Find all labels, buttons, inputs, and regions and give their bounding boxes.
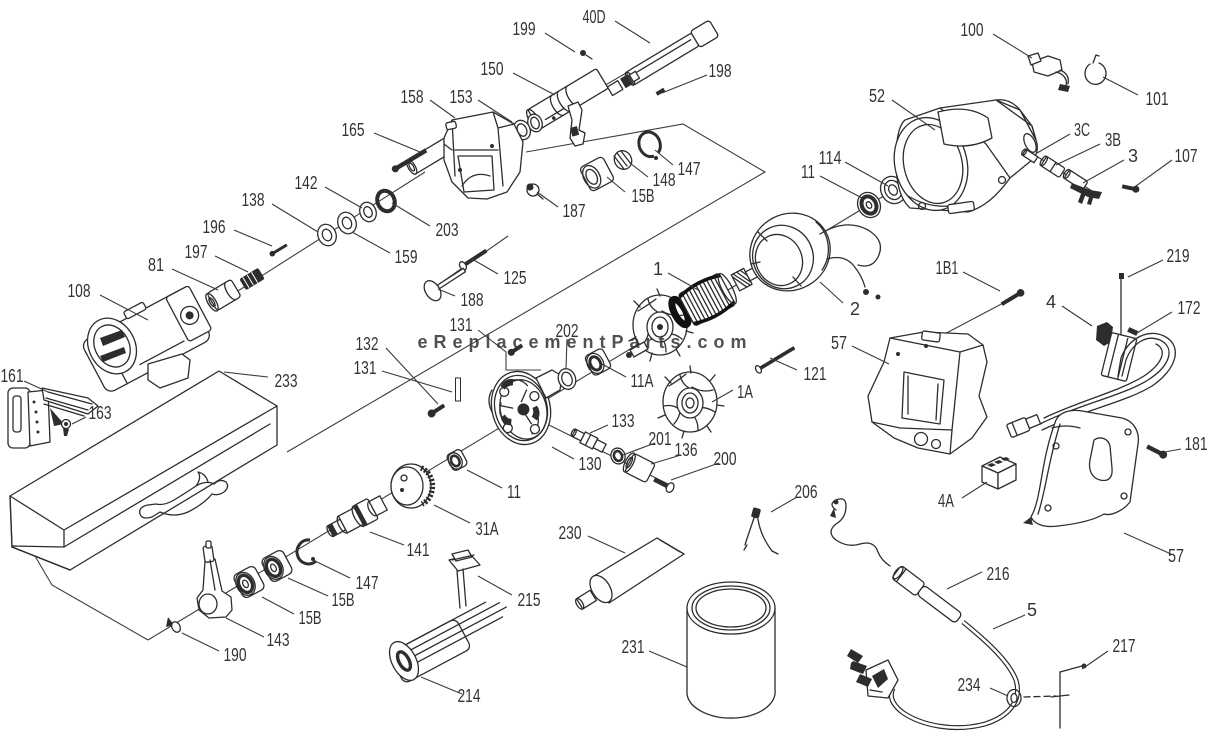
svg-text:153: 153 [450,87,473,107]
svg-text:1A: 1A [737,382,753,402]
svg-text:187: 187 [563,201,586,221]
svg-text:200: 200 [714,449,737,469]
svg-text:201: 201 [649,429,672,449]
svg-text:1B1: 1B1 [936,258,959,278]
svg-text:233: 233 [275,371,298,391]
svg-text:161: 161 [1,366,24,386]
svg-text:158: 158 [401,87,424,107]
svg-text:11: 11 [801,162,815,182]
svg-text:150: 150 [481,59,504,79]
svg-text:198: 198 [709,61,732,81]
svg-text:121: 121 [804,364,827,384]
svg-text:159: 159 [395,247,418,267]
svg-text:142: 142 [295,173,318,193]
svg-text:219: 219 [1167,246,1190,266]
svg-text:107: 107 [1175,146,1198,166]
svg-text:217: 217 [1113,636,1136,656]
svg-text:181: 181 [1185,434,1208,454]
svg-text:11: 11 [507,482,521,502]
svg-text:4A: 4A [938,491,954,511]
svg-text:2: 2 [850,299,860,319]
svg-text:125: 125 [504,268,527,288]
svg-text:100: 100 [961,20,984,40]
svg-text:3C: 3C [1074,120,1090,140]
svg-text:231: 231 [622,637,645,657]
svg-text:131: 131 [354,358,377,378]
svg-text:214: 214 [458,686,481,706]
svg-text:1: 1 [653,259,663,279]
svg-text:147: 147 [356,573,379,593]
svg-text:15B: 15B [299,608,322,628]
svg-text:130: 130 [579,454,602,474]
svg-text:3B: 3B [1105,130,1121,150]
svg-text:5: 5 [1027,600,1037,620]
svg-text:202: 202 [556,321,579,341]
svg-text:4: 4 [1046,292,1056,312]
svg-text:131: 131 [450,315,473,335]
svg-text:81: 81 [148,255,164,275]
svg-text:215: 215 [518,590,541,610]
svg-text:114: 114 [819,148,842,168]
svg-text:108: 108 [68,281,91,301]
svg-text:230: 230 [559,523,582,543]
svg-text:11A: 11A [631,371,654,391]
svg-text:57: 57 [1168,546,1184,566]
svg-text:188: 188 [461,290,484,310]
svg-text:15B: 15B [632,186,655,206]
svg-text:206: 206 [795,482,818,502]
svg-text:3: 3 [1128,146,1138,166]
svg-text:199: 199 [513,19,536,39]
svg-text:163: 163 [89,403,112,423]
svg-text:190: 190 [224,645,247,665]
svg-text:147: 147 [678,159,701,179]
svg-text:203: 203 [436,220,459,240]
svg-text:31A: 31A [476,519,499,539]
svg-text:141: 141 [407,540,430,560]
svg-text:57: 57 [831,333,847,353]
svg-text:143: 143 [267,630,290,650]
svg-text:216: 216 [987,564,1010,584]
svg-text:40D: 40D [583,7,606,27]
svg-text:196: 196 [203,217,226,237]
svg-text:234: 234 [958,675,981,695]
svg-text:197: 197 [185,242,208,262]
svg-text:101: 101 [1146,89,1169,109]
svg-text:132: 132 [356,334,379,354]
svg-text:165: 165 [342,120,365,140]
svg-text:136: 136 [675,440,698,460]
svg-text:148: 148 [653,170,676,190]
svg-text:133: 133 [612,411,635,431]
svg-text:172: 172 [1178,298,1201,318]
svg-text:138: 138 [242,190,265,210]
svg-text:15B: 15B [332,590,355,610]
svg-text:eReplacementParts.com: eReplacementParts.com [417,332,752,352]
svg-text:52: 52 [869,86,885,106]
